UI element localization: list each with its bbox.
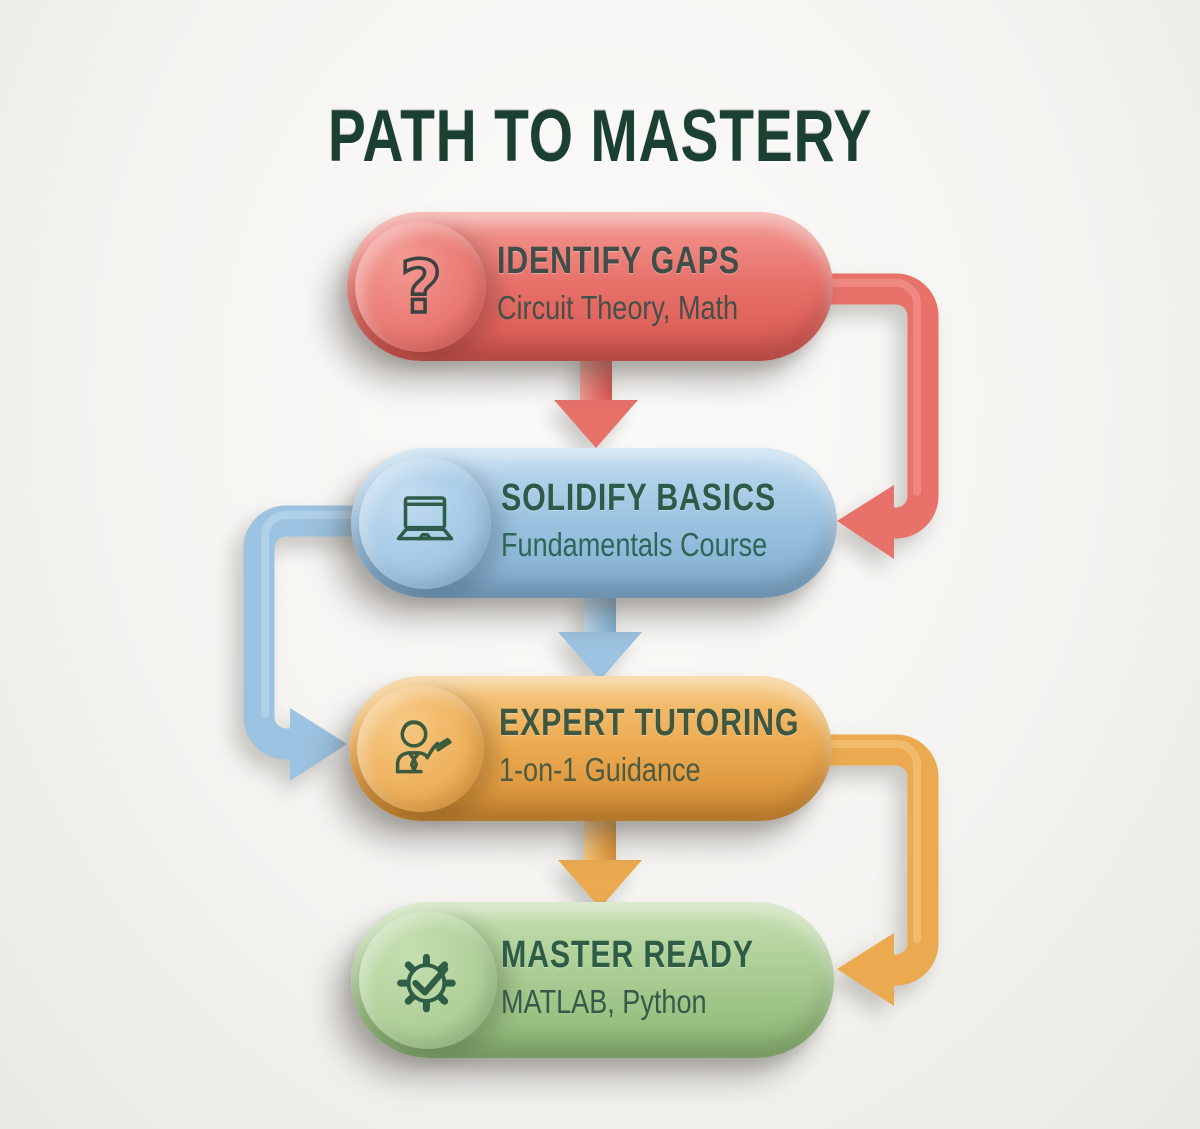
- step-subtitle: 1-on-1 Guidance: [499, 751, 701, 788]
- question-mark-icon: ?: [398, 248, 443, 326]
- svg-text:?: ?: [400, 248, 442, 326]
- step-subtitle: Fundamentals Course: [501, 525, 768, 563]
- arrowhead: [837, 933, 894, 1006]
- tutor-icon: [395, 719, 452, 773]
- connector-arrow-left-2: [243, 505, 372, 781]
- arrowhead: [558, 632, 642, 680]
- down-arrow-2: [558, 584, 642, 680]
- step-icon-badge: [357, 685, 484, 812]
- down-arrow-3: [558, 808, 642, 908]
- connector-arrow-right-1: [814, 273, 939, 559]
- arrowhead: [290, 708, 347, 781]
- step-title: IDENTIFY GAPS: [497, 240, 740, 282]
- step-subtitle: Circuit Theory, Math: [497, 289, 739, 326]
- step-icon-badge: ?: [355, 221, 486, 352]
- page-title: PATH TO MASTERY: [327, 95, 873, 177]
- arrowhead: [554, 400, 638, 448]
- step-card-solidify-basics: SOLIDIFY BASICS Fundamentals Course: [351, 448, 837, 598]
- step-icon-badge: [359, 457, 491, 589]
- arrowhead: [558, 860, 642, 908]
- arrowhead: [837, 485, 894, 559]
- step-card-master-ready: MASTER READY MATLAB, Python: [351, 902, 834, 1058]
- step-icon-badge: [359, 911, 497, 1049]
- connector-arrow-right-3: [814, 734, 939, 1006]
- step-title: EXPERT TUTORING: [499, 702, 800, 744]
- step-title: SOLIDIFY BASICS: [501, 476, 776, 519]
- step-card-identify-gaps: ? IDENTIFY GAPS Circuit Theory, Math: [347, 212, 833, 361]
- step-card-expert-tutoring: EXPERT TUTORING 1-on-1 Guidance: [349, 676, 832, 821]
- gear-check-icon: [397, 953, 456, 1013]
- laptop-icon: [396, 496, 454, 541]
- step-title: MASTER READY: [501, 933, 754, 976]
- step-subtitle: MATLAB, Python: [501, 982, 707, 1020]
